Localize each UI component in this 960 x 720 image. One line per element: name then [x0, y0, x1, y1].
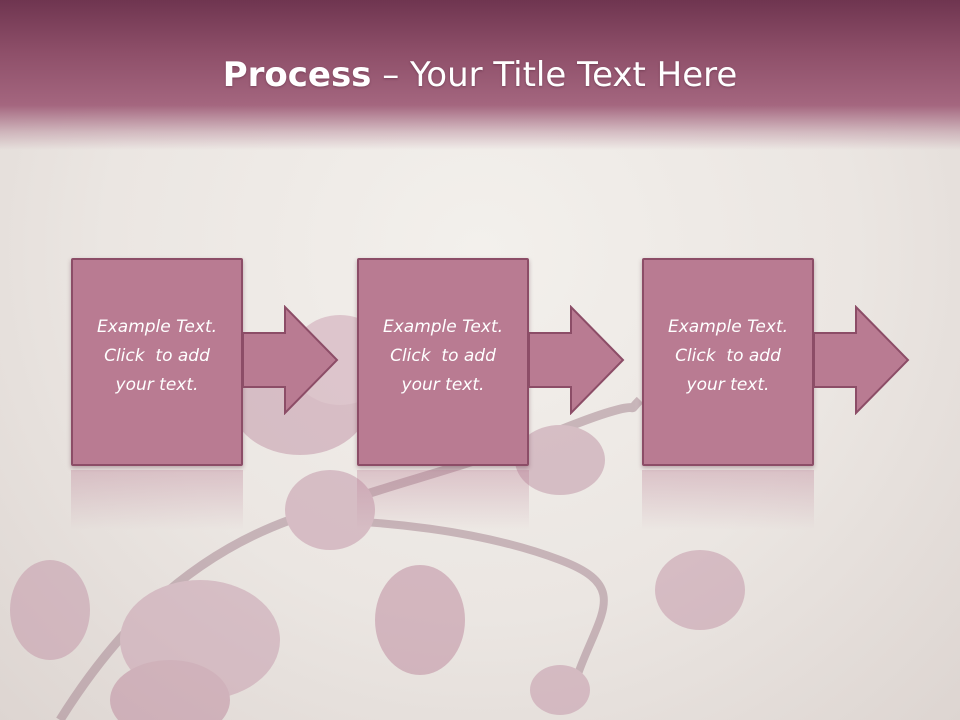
title-rest: – Your Title Text Here [371, 55, 738, 95]
step-2-reflection [357, 470, 529, 530]
step-3-line-2: Click to add [675, 345, 781, 366]
process-arrow-2 [529, 305, 625, 415]
process-arrow-3 [814, 305, 910, 415]
step-1-line-1: Example Text. [96, 316, 218, 337]
process-step-2[interactable]: Example Text. Click to add your text. [357, 258, 529, 466]
step-3-line-1: Example Text. [667, 316, 789, 337]
step-2-line-3: your text. [401, 374, 485, 395]
title-bold: Process [222, 55, 372, 95]
step-2-text[interactable]: Example Text. Click to add your text. [383, 313, 503, 412]
step-3-text[interactable]: Example Text. Click to add your text. [668, 313, 788, 412]
step-2-line-1: Example Text. [382, 316, 504, 337]
title-bar [0, 0, 960, 150]
step-2-line-2: Click to add [390, 345, 496, 366]
process-step-3[interactable]: Example Text. Click to add your text. [642, 258, 814, 466]
step-3-reflection [642, 470, 814, 530]
step-1-reflection [71, 470, 243, 530]
slide-title[interactable]: Process – Your Title Text Here [0, 52, 960, 98]
step-1-text[interactable]: Example Text. Click to add your text. [97, 313, 217, 412]
step-1-line-2: Click to add [104, 345, 210, 366]
step-3-line-3: your text. [686, 374, 770, 395]
step-1-line-3: your text. [115, 374, 199, 395]
process-arrow-1 [243, 305, 339, 415]
process-step-1[interactable]: Example Text. Click to add your text. [71, 258, 243, 466]
